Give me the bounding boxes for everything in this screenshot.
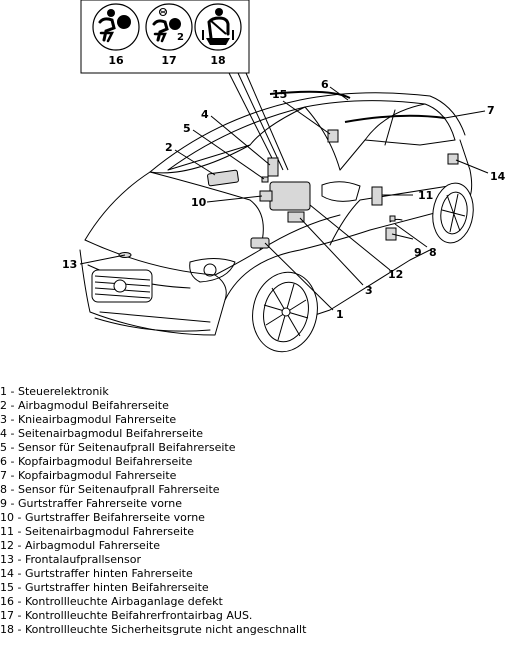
airbag-system-diagram: 16 2 17 18 (62, 0, 506, 353)
callout-12: 12 (388, 268, 403, 281)
legend-item: 12 - Airbagmodul Fahrerseite (0, 539, 160, 552)
legend-item: 4 - Seitenairbagmodul Beifahrerseite (0, 427, 203, 440)
callout-8: 8 (429, 246, 437, 259)
legend-item: 15 - Gurtstraffer hinten Beifahrerseite (0, 581, 209, 594)
legend-item: 10 - Gurtstraffer Beifahrerseite vorne (0, 511, 205, 524)
callout-labels: 1 2 3 4 5 6 7 8 9 10 11 12 13 14 15 (62, 78, 506, 321)
legend-item: 9 - Gurtstraffer Fahrerseite vorne (0, 497, 183, 510)
lamp-number-18: 18 (210, 54, 225, 67)
callout-2: 2 (165, 141, 173, 154)
lamp-17-subscript: 2 (177, 32, 184, 43)
callout-6: 6 (321, 78, 329, 91)
airbag-components (118, 90, 459, 258)
callout-3: 3 (365, 284, 373, 297)
control-unit (269, 181, 311, 211)
passenger-airbag-module (207, 169, 239, 187)
legend-item: 16 - Kontrollleuchte Airbaganlage defekt (0, 595, 223, 608)
legend-item: 13 - Frontalaufprallsensor (0, 553, 141, 566)
callout-13: 13 (62, 258, 77, 271)
callout-10: 10 (191, 196, 207, 209)
seatbelt-warning-icon (194, 3, 242, 51)
legend-item: 7 - Kopfairbagmodul Fahrerseite (0, 469, 177, 482)
passenger-curtain-airbag (269, 90, 351, 99)
legend-item: 18 - Kontrollleuchte Sicherheitsgrute ni… (0, 623, 307, 636)
callout-9: 9 (414, 246, 422, 259)
driver-side-sensor (389, 215, 396, 222)
driver-pretensioner-front (385, 227, 397, 241)
car-illustration (79, 92, 474, 353)
warning-lamp-panel: 16 2 17 18 (80, 0, 289, 171)
driver-curtain-airbag (344, 114, 446, 123)
rear-pretensioner-passenger (327, 129, 339, 143)
rear-pretensioner-driver (447, 153, 459, 165)
lamp-number-16: 16 (108, 54, 124, 67)
front-impact-sensor (250, 237, 270, 249)
legend-item: 5 - Sensor für Seitenaufprall Beifahrers… (0, 441, 236, 454)
driver-side-airbag (371, 186, 383, 206)
legend-item: 3 - Knieairbagmodul Fahrerseite (0, 413, 177, 426)
legend-item: 1 - Steuerelektronik (0, 385, 109, 398)
passenger-side-sensor (261, 176, 269, 183)
passenger-airbag-off-icon: 2 (145, 3, 193, 51)
rear-wheel (432, 182, 474, 244)
callout-4: 4 (201, 108, 209, 121)
component-legend: 1 - Steuerelektronik 2 - Airbagmodul Bei… (0, 385, 520, 637)
callout-15: 15 (272, 88, 287, 101)
lamp-number-17: 17 (161, 54, 176, 67)
callout-lines (79, 86, 489, 311)
callout-7: 7 (487, 104, 495, 117)
legend-item: 11 - Seitenairbagmodul Fahrerseite (0, 525, 195, 538)
legend-item: 17 - Kontrollleuchte Beifahrerfrontairba… (0, 609, 253, 622)
callout-5: 5 (183, 122, 191, 135)
driver-knee-airbag (287, 211, 305, 223)
airbag-warning-icon (92, 3, 140, 51)
legend-item: 14 - Gurtstraffer hinten Fahrerseite (0, 567, 193, 580)
legend-item: 8 - Sensor für Seitenaufprall Fahrerseit… (0, 483, 220, 496)
front-wheel (252, 271, 318, 353)
legend-item: 2 - Airbagmodul Beifahrerseite (0, 399, 169, 412)
passenger-side-airbag (267, 157, 279, 177)
legend-item: 6 - Kopfairbagmodul Beifahrerseite (0, 455, 193, 468)
callout-14: 14 (490, 170, 506, 183)
callout-11: 11 (418, 189, 433, 202)
callout-1: 1 (336, 308, 344, 321)
